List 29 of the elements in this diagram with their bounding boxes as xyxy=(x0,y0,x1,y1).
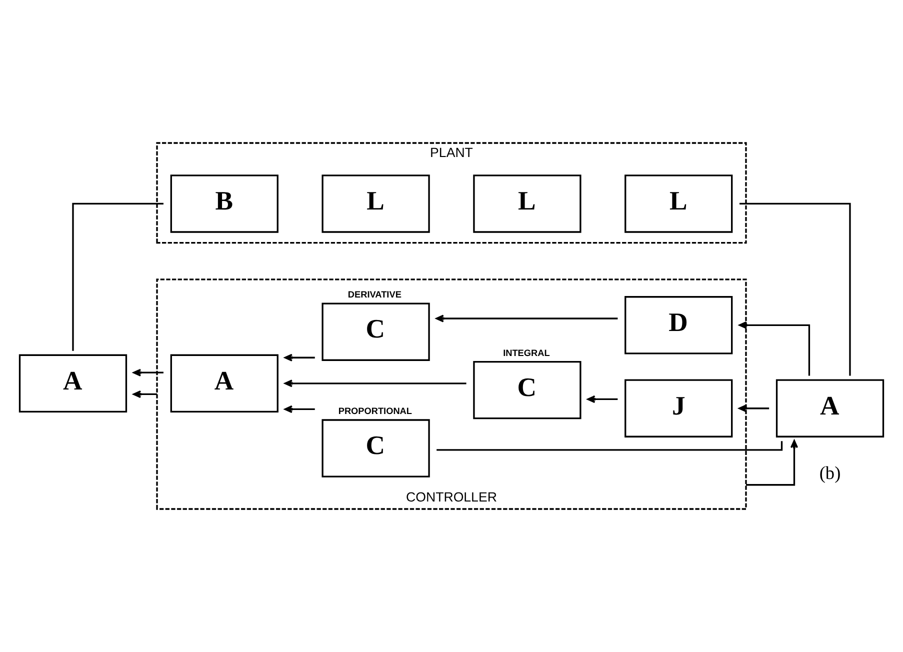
node-box: L xyxy=(473,174,582,233)
arrow xyxy=(132,390,157,398)
node-box: D xyxy=(624,296,733,354)
node-box: A xyxy=(170,354,278,413)
arrow xyxy=(738,321,810,376)
arrow xyxy=(436,314,618,322)
node-box: C xyxy=(473,360,582,420)
arrow xyxy=(746,440,798,486)
connector xyxy=(72,202,164,351)
node-label: INTEGRAL xyxy=(503,348,550,358)
arrow xyxy=(284,354,315,362)
node-label: PROPORTIONAL xyxy=(338,406,412,416)
label: (b) xyxy=(819,462,841,483)
node-box: A xyxy=(776,379,884,438)
arrow xyxy=(284,380,466,388)
arrow xyxy=(587,395,618,404)
node-box: B xyxy=(170,174,278,233)
connector xyxy=(436,441,783,451)
node-box: C xyxy=(322,419,430,478)
node-box: C xyxy=(322,302,430,361)
node-label: DERIVATIVE xyxy=(348,290,402,300)
arrow xyxy=(738,404,770,412)
node-box: A xyxy=(18,354,128,413)
arrow xyxy=(284,405,315,414)
connector xyxy=(740,202,851,376)
node-box: L xyxy=(624,174,733,233)
arrow xyxy=(132,368,164,376)
node-box: L xyxy=(322,174,430,233)
node-box: J xyxy=(624,379,733,438)
